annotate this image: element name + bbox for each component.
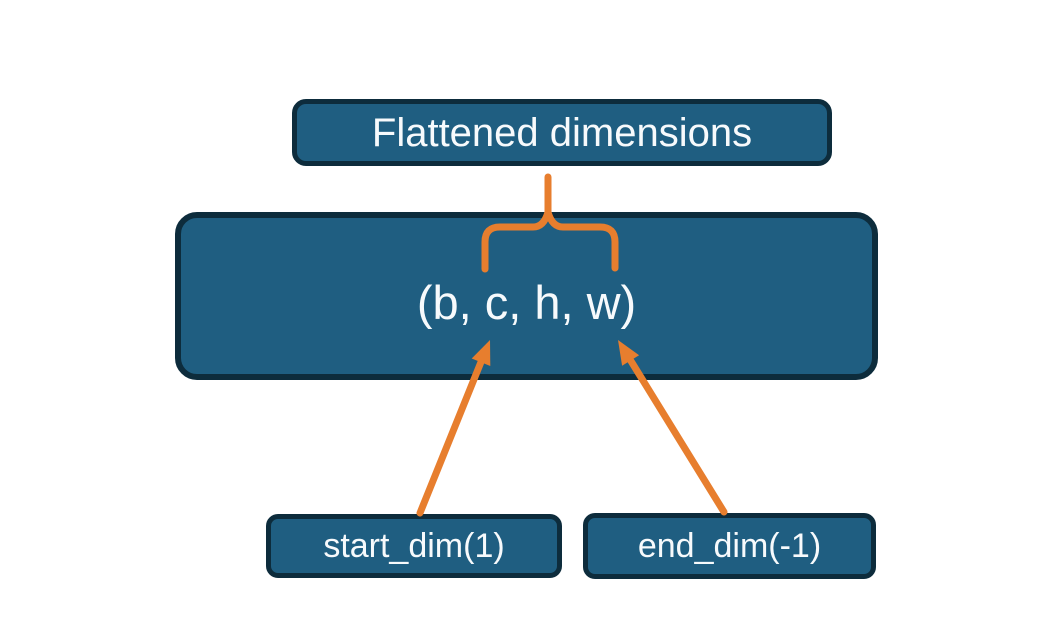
- end-dim-label: end_dim(-1): [637, 527, 822, 565]
- flattened-dimensions-label: Flattened dimensions: [371, 110, 753, 155]
- start-dim-label: start_dim(1): [323, 527, 505, 565]
- tensor-shape-box: (b, c, h, w): [175, 212, 878, 380]
- tensor-shape-label: (b, c, h, w): [416, 275, 637, 329]
- end-dim-arrow-line: [627, 356, 728, 516]
- start-dim-arrow-line: [416, 358, 485, 517]
- end-dim-box: end_dim(-1): [583, 513, 876, 579]
- flattened-dimensions-box: Flattened dimensions: [292, 99, 832, 166]
- start-dim-box: start_dim(1): [266, 514, 562, 578]
